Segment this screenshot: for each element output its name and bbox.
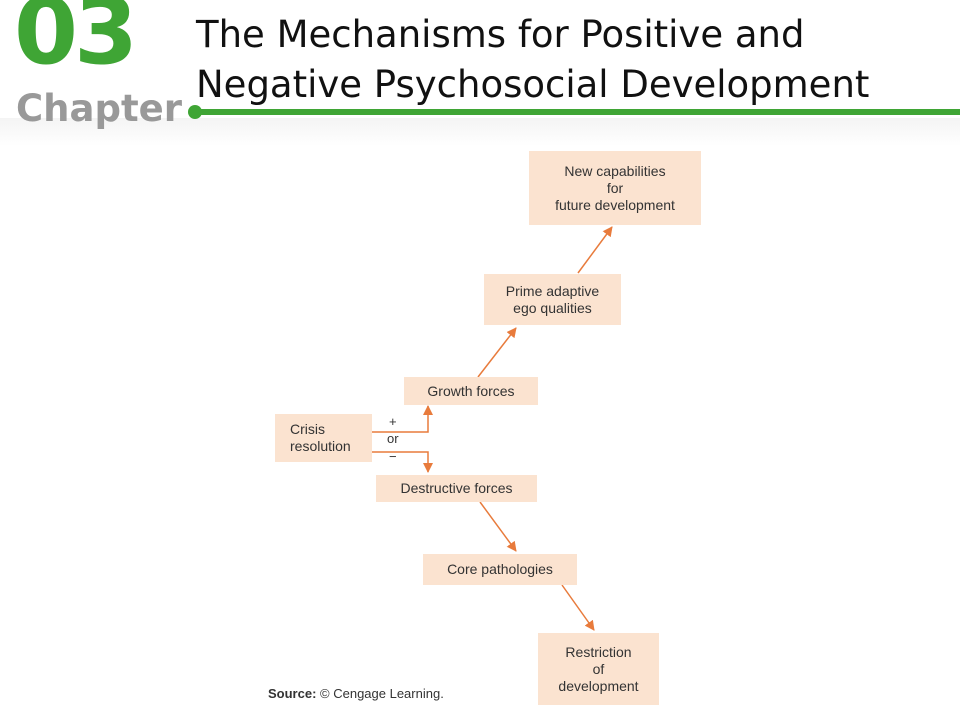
arrow-core-to-restriction (561, 584, 595, 631)
destructive-forces-box: Destructive forces (376, 475, 537, 502)
title-line-2: Negative Psychosocial Development (196, 63, 870, 106)
core-pathologies-box: Core pathologies (423, 554, 577, 585)
source-text: © Cengage Learning. (320, 686, 444, 701)
title-rule-dot (188, 105, 202, 119)
arrow-crisis-to-growth (372, 405, 433, 433)
arrow-destructive-to-core (479, 501, 517, 552)
new-capabilities-box: New capabilities for future development (529, 151, 701, 225)
arrow-growth-to-prime (477, 327, 517, 378)
prime-adaptive-box: Prime adaptive ego qualities (484, 274, 621, 325)
title-rule (196, 109, 960, 115)
chapter-label: Chapter (16, 87, 182, 130)
arrow-crisis-to-destructive (372, 451, 433, 473)
source-credit: Source: © Cengage Learning. (268, 686, 444, 701)
crisis-resolution-box: Crisis resolution (275, 414, 372, 462)
restriction-box: Restriction of development (538, 633, 659, 705)
header-background (0, 118, 960, 146)
or-label: or (387, 431, 399, 446)
arrow-prime-to-new (577, 226, 613, 274)
chapter-number: 03 (14, 0, 138, 85)
minus-sign: − (389, 449, 397, 464)
slide-title: The Mechanisms for Positive and Negative… (196, 10, 936, 110)
source-label: Source: (268, 686, 317, 701)
growth-forces-box: Growth forces (404, 377, 538, 405)
plus-sign: + (389, 414, 397, 429)
title-line-1: The Mechanisms for Positive and (196, 13, 805, 56)
